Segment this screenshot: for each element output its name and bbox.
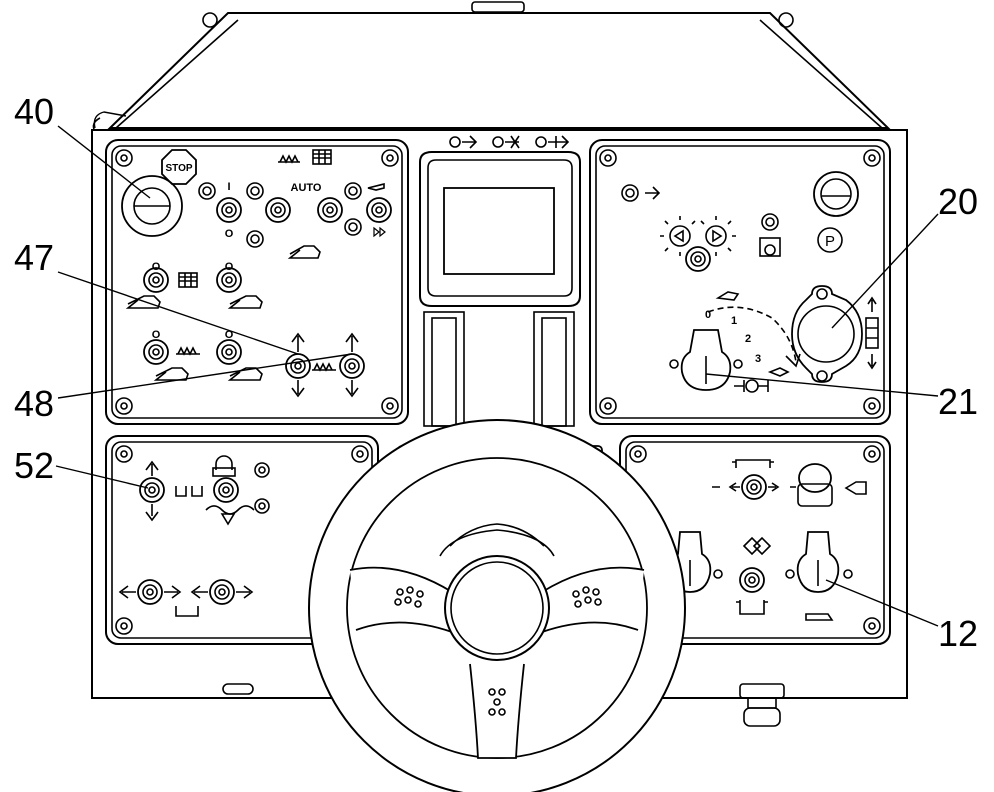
horn-button[interactable] <box>797 463 833 507</box>
svg-text:STOP: STOP <box>165 163 192 174</box>
steering-mode-icon <box>742 536 772 556</box>
toggle-switch-width-right[interactable] <box>190 579 254 605</box>
callout-21: 21 <box>938 381 978 422</box>
toggle-switch-conveyor-right[interactable] <box>216 267 242 293</box>
top-hood <box>92 1 891 137</box>
leader-lines <box>55 125 939 627</box>
toggle-switch-conveyor-left[interactable] <box>143 267 169 293</box>
svg-text:1: 1 <box>731 315 737 327</box>
svg-text:P: P <box>825 233 835 250</box>
turn-signal-switch[interactable] <box>685 246 711 272</box>
svg-text:I: I <box>227 181 230 193</box>
center-display <box>419 135 581 427</box>
turn-signal-left-icon <box>660 216 696 256</box>
emergency-stop-button[interactable] <box>121 175 183 237</box>
spoke-buttons-right[interactable] <box>572 586 602 608</box>
hopper-icon <box>736 600 768 615</box>
spoke-buttons-left[interactable] <box>394 586 424 608</box>
toggle-switch-auger-left[interactable] <box>216 197 242 223</box>
tamper-icon <box>805 613 834 621</box>
callout-12: 12 <box>938 613 978 654</box>
indicator-lamps <box>254 462 270 514</box>
horn-icon <box>844 481 867 495</box>
panel-screws <box>115 149 399 415</box>
panel-bottom-right <box>619 435 891 645</box>
auger-icon <box>176 346 200 356</box>
toggle-switch-52[interactable] <box>139 460 165 522</box>
svg-text:O: O <box>225 261 234 273</box>
horn-pad[interactable] <box>444 555 550 661</box>
glow-plug-icon <box>734 379 769 393</box>
spoke-buttons-bottom[interactable] <box>488 688 506 716</box>
svg-text:0: 0 <box>705 309 711 321</box>
speed-rotary-switch[interactable] <box>785 531 853 593</box>
indicator-lamps <box>198 182 362 248</box>
screed-icon <box>175 486 203 497</box>
callout-52: 52 <box>14 445 54 486</box>
panel-screws <box>599 149 881 415</box>
svg-text:AUTO: AUTO <box>291 182 322 194</box>
toggle-switch-fast-forward[interactable] <box>366 197 392 223</box>
wave-icon <box>205 505 255 526</box>
spray-icon <box>367 182 385 191</box>
parking-brake-button[interactable] <box>813 171 859 217</box>
callout-labels: 40 47 48 52 20 21 12 <box>14 91 978 654</box>
svg-text:3: 3 <box>755 353 761 365</box>
steering-wheel[interactable] <box>308 419 686 792</box>
toggle-switch-auger-mid[interactable] <box>265 197 291 223</box>
toggle-switch-auto-right[interactable] <box>317 197 343 223</box>
callout-20: 20 <box>938 181 978 222</box>
adjust-knob <box>739 683 785 727</box>
power-socket[interactable] <box>791 285 863 383</box>
callout-47: 47 <box>14 237 54 278</box>
lock-icon <box>212 455 236 477</box>
hand-icon <box>125 295 263 309</box>
lift-arrows-icon <box>865 296 879 370</box>
svg-text:O: O <box>152 261 161 273</box>
heater-icon <box>278 149 332 165</box>
parking-brake-icon: P <box>817 227 843 253</box>
svg-text:O: O <box>152 329 161 341</box>
panel-top-left: STOP AUTO I O <box>105 139 409 425</box>
callout-48: 48 <box>14 383 54 424</box>
stop-icon: STOP <box>161 149 197 185</box>
svg-text:O: O <box>225 228 234 240</box>
steering-lamp <box>759 213 781 257</box>
toggle-switch-48[interactable] <box>339 332 365 398</box>
toggle-switch-auger-row-right[interactable] <box>216 339 242 365</box>
screed-icon <box>175 606 199 617</box>
hopper-icon <box>732 459 774 468</box>
svg-text:O: O <box>225 329 234 341</box>
svg-text:2: 2 <box>745 333 751 345</box>
toggle-switch-width-left[interactable] <box>118 579 182 605</box>
toggle-switch-hopper[interactable] <box>712 474 796 500</box>
indicator-lamp <box>621 184 661 202</box>
conveyor-icon <box>178 272 198 288</box>
ignition-key-switch[interactable] <box>669 329 743 391</box>
fast-forward-icon <box>373 226 386 238</box>
panel-top-right: P 0 1 2 3 <box>589 139 891 425</box>
display-screen[interactable] <box>443 187 555 275</box>
turn-signal-right-icon <box>700 216 736 256</box>
toggle-switch-auger-row-left[interactable] <box>143 339 169 365</box>
status-icons-row <box>449 135 570 149</box>
toggle-switch-steering[interactable] <box>739 567 765 593</box>
hand-icon <box>287 245 321 259</box>
toggle-switch-lock[interactable] <box>213 477 239 503</box>
callout-40: 40 <box>14 91 54 132</box>
auger-icon <box>312 362 336 372</box>
hand-icon <box>153 367 263 381</box>
